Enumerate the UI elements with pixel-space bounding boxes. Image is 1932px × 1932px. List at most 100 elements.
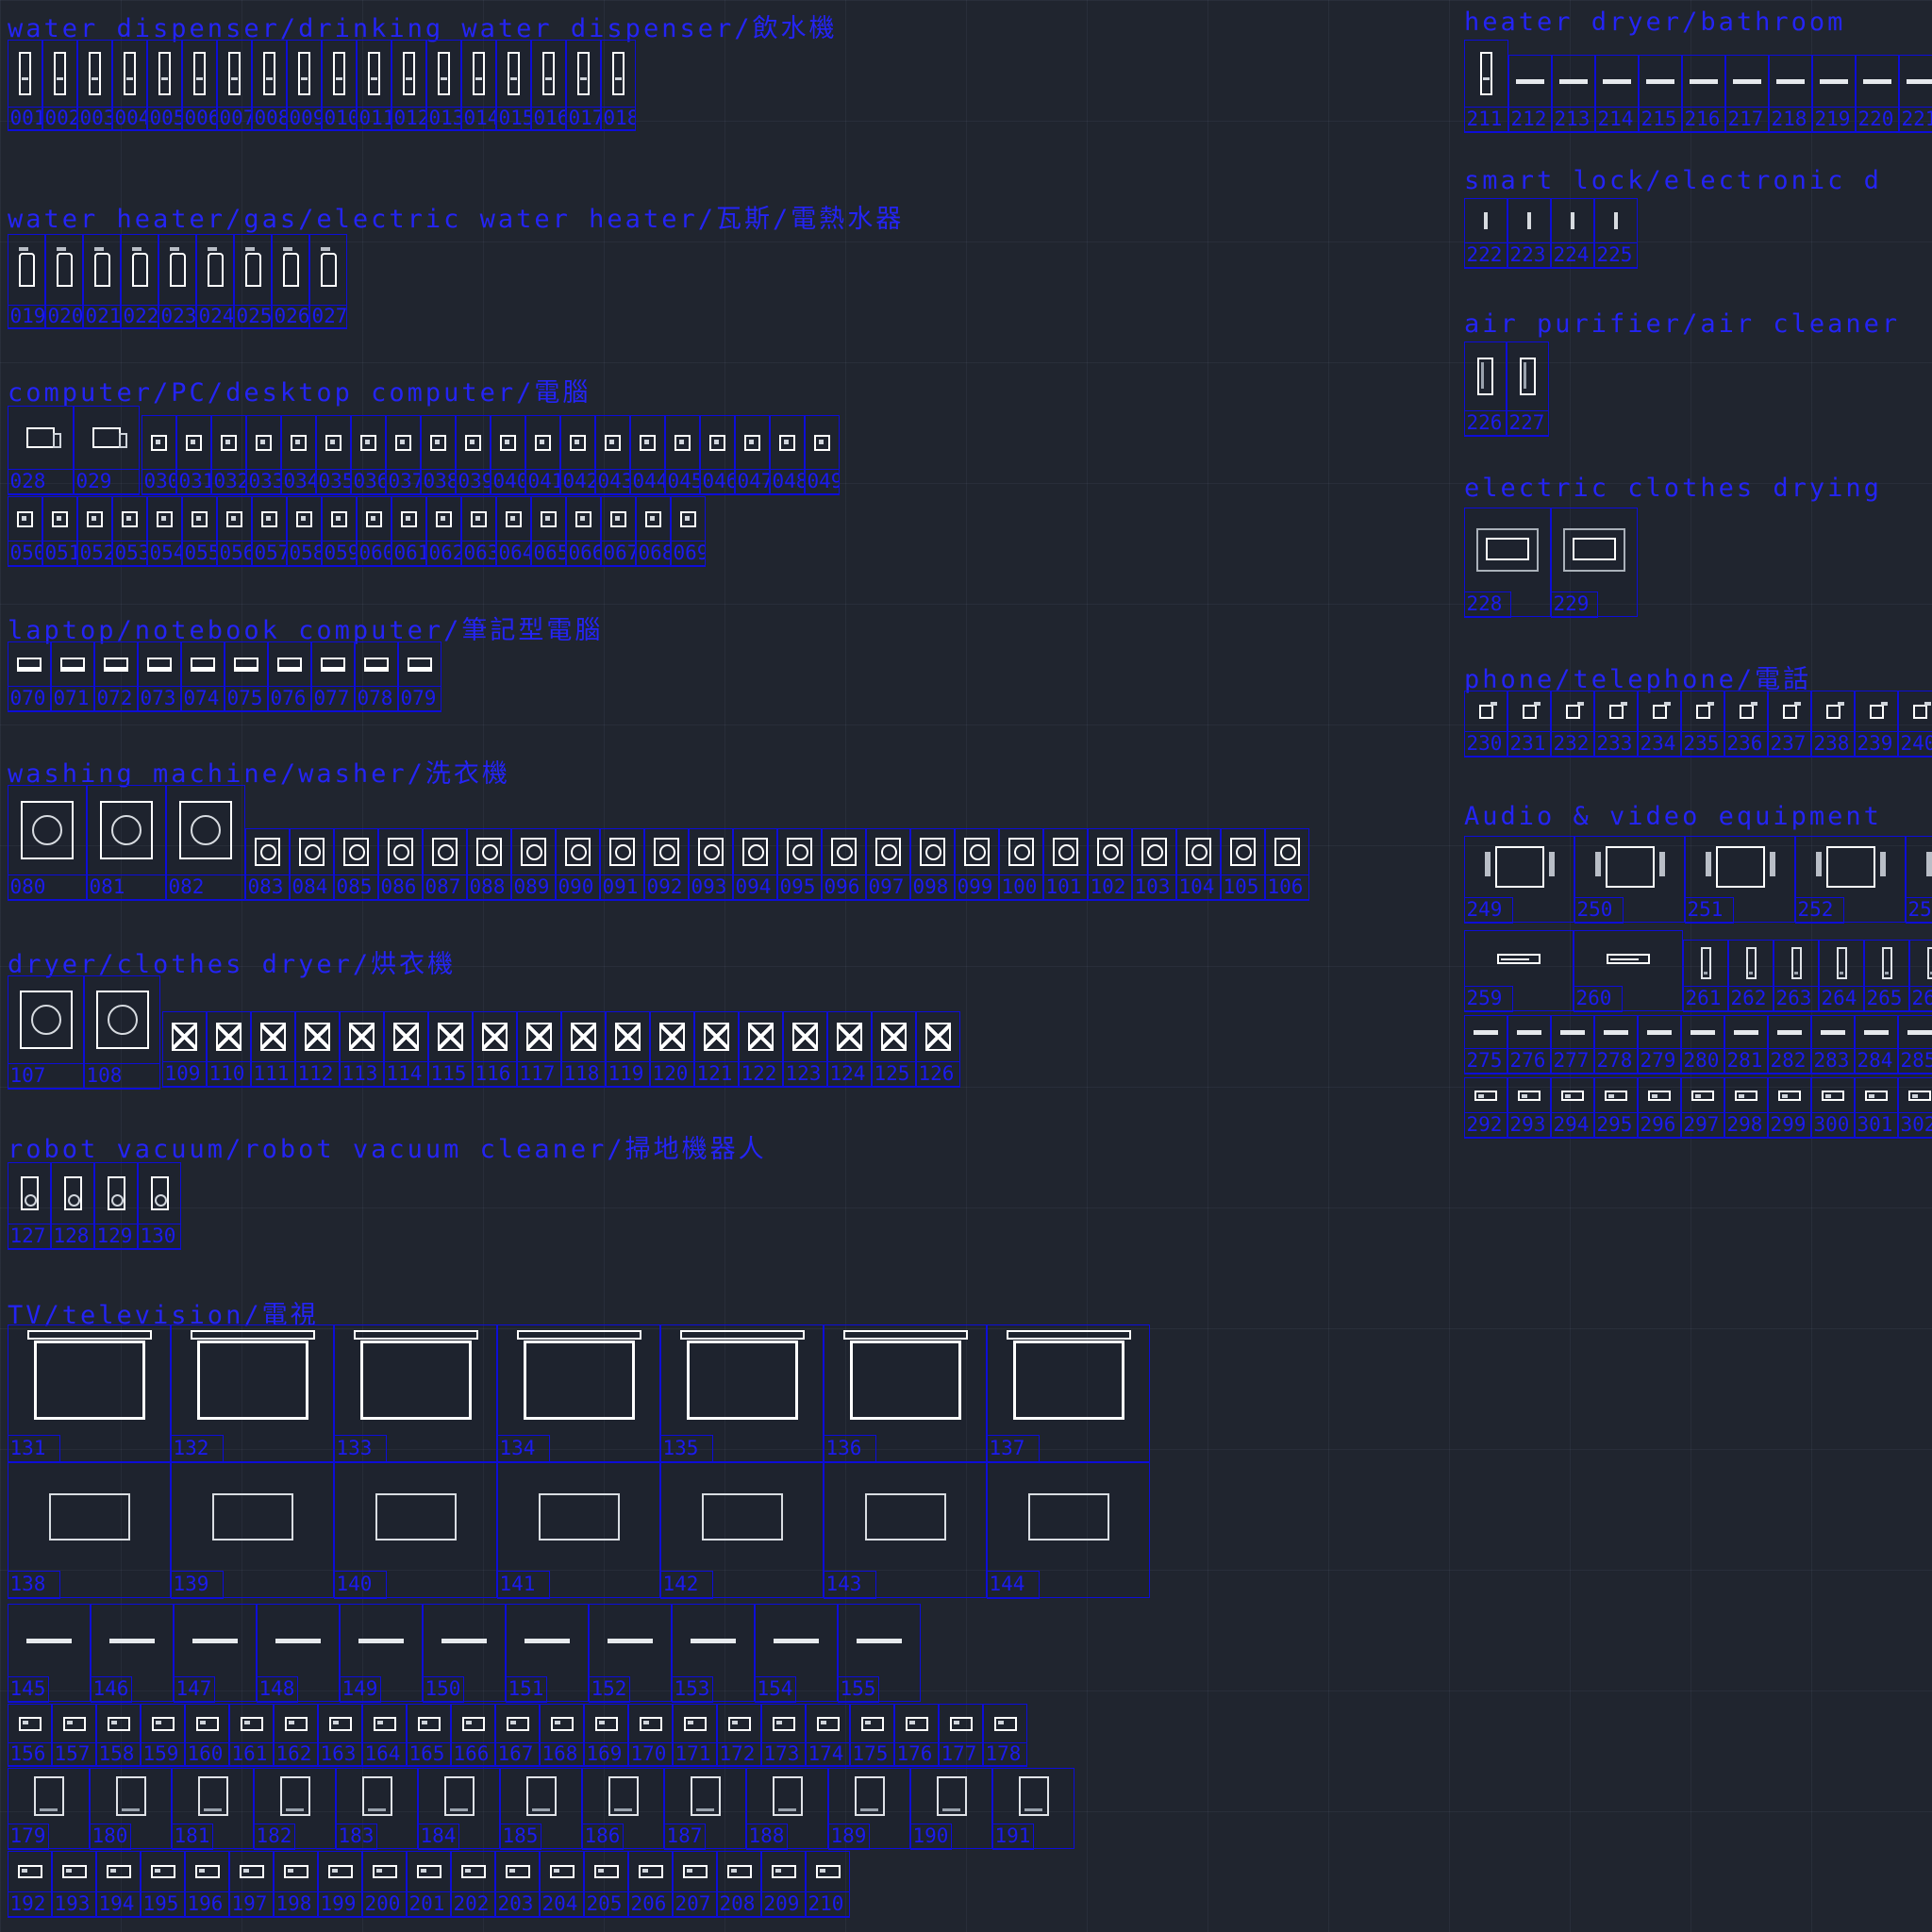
block-cell-250[interactable]: 250 [1574, 836, 1685, 924]
block-cell-292[interactable]: 292 [1463, 1077, 1507, 1139]
block-cell-076[interactable]: 076 [267, 641, 311, 712]
block-cell-056[interactable]: 056 [216, 496, 252, 567]
block-cell-072[interactable]: 072 [93, 641, 138, 712]
block-cell-026[interactable]: 026 [271, 234, 309, 329]
block-cell-002[interactable]: 002 [42, 40, 77, 131]
block-cell-096[interactable]: 096 [821, 828, 866, 901]
block-cell-136[interactable]: 136 [823, 1324, 987, 1463]
block-cell-236[interactable]: 236 [1724, 691, 1768, 758]
block-cell-033[interactable]: 033 [245, 415, 281, 495]
block-cell-143[interactable]: 143 [823, 1462, 987, 1599]
block-cell-301[interactable]: 301 [1854, 1077, 1898, 1139]
block-cell-023[interactable]: 023 [158, 234, 196, 329]
block-cell-160[interactable]: 160 [184, 1704, 229, 1767]
block-cell-223[interactable]: 223 [1507, 198, 1551, 269]
block-cell-053[interactable]: 053 [111, 496, 147, 567]
block-cell-197[interactable]: 197 [228, 1851, 274, 1918]
block-cell-013[interactable]: 013 [425, 40, 461, 131]
block-cell-064[interactable]: 064 [495, 496, 531, 567]
block-cell-110[interactable]: 110 [206, 1011, 251, 1088]
block-cell-262[interactable]: 262 [1727, 940, 1774, 1012]
block-cell-133[interactable]: 133 [333, 1324, 497, 1463]
block-cell-097[interactable]: 097 [865, 828, 910, 901]
block-cell-216[interactable]: 216 [1681, 55, 1725, 133]
block-cell-141[interactable]: 141 [496, 1462, 660, 1599]
block-cell-240[interactable]: 240 [1897, 691, 1932, 758]
block-cell-283[interactable]: 283 [1810, 1015, 1855, 1074]
block-cell-264[interactable]: 264 [1818, 940, 1864, 1012]
block-cell-073[interactable]: 073 [137, 641, 181, 712]
block-cell-155[interactable]: 155 [837, 1604, 921, 1703]
block-cell-049[interactable]: 049 [804, 415, 840, 495]
block-cell-010[interactable]: 010 [321, 40, 357, 131]
block-cell-205[interactable]: 205 [583, 1851, 628, 1918]
block-cell-015[interactable]: 015 [495, 40, 531, 131]
block-cell-034[interactable]: 034 [280, 415, 316, 495]
block-cell-009[interactable]: 009 [286, 40, 322, 131]
block-cell-175[interactable]: 175 [849, 1704, 894, 1767]
block-cell-102[interactable]: 102 [1087, 828, 1132, 901]
block-cell-121[interactable]: 121 [693, 1011, 739, 1088]
block-cell-012[interactable]: 012 [391, 40, 426, 131]
block-cell-299[interactable]: 299 [1767, 1077, 1811, 1139]
block-cell-238[interactable]: 238 [1810, 691, 1855, 758]
block-cell-045[interactable]: 045 [664, 415, 700, 495]
block-cell-001[interactable]: 001 [7, 40, 42, 131]
block-cell-158[interactable]: 158 [95, 1704, 141, 1767]
block-cell-138[interactable]: 138 [7, 1462, 171, 1599]
block-cell-148[interactable]: 148 [256, 1604, 340, 1703]
block-cell-042[interactable]: 042 [559, 415, 595, 495]
block-cell-082[interactable]: 082 [165, 785, 245, 901]
block-cell-164[interactable]: 164 [361, 1704, 407, 1767]
block-cell-204[interactable]: 204 [539, 1851, 584, 1918]
block-cell-075[interactable]: 075 [224, 641, 268, 712]
block-cell-201[interactable]: 201 [406, 1851, 451, 1918]
block-cell-224[interactable]: 224 [1550, 198, 1594, 269]
block-cell-165[interactable]: 165 [406, 1704, 451, 1767]
block-cell-129[interactable]: 129 [93, 1162, 138, 1250]
block-cell-122[interactable]: 122 [738, 1011, 783, 1088]
block-cell-150[interactable]: 150 [422, 1604, 506, 1703]
block-cell-252[interactable]: 252 [1794, 836, 1906, 924]
block-cell-284[interactable]: 284 [1854, 1015, 1898, 1074]
block-cell-052[interactable]: 052 [76, 496, 112, 567]
block-cell-229[interactable]: 229 [1550, 508, 1638, 618]
block-cell-130[interactable]: 130 [137, 1162, 181, 1250]
block-cell-059[interactable]: 059 [321, 496, 357, 567]
block-cell-093[interactable]: 093 [688, 828, 733, 901]
block-cell-051[interactable]: 051 [42, 496, 77, 567]
block-cell-302[interactable]: 302 [1897, 1077, 1932, 1139]
block-cell-100[interactable]: 100 [998, 828, 1043, 901]
block-cell-217[interactable]: 217 [1724, 55, 1769, 133]
block-cell-111[interactable]: 111 [250, 1011, 295, 1088]
block-cell-190[interactable]: 190 [909, 1768, 992, 1850]
block-cell-233[interactable]: 233 [1593, 691, 1638, 758]
block-cell-207[interactable]: 207 [672, 1851, 717, 1918]
block-cell-144[interactable]: 144 [986, 1462, 1150, 1599]
block-cell-263[interactable]: 263 [1773, 940, 1819, 1012]
block-cell-276[interactable]: 276 [1507, 1015, 1551, 1074]
block-cell-253[interactable]: 253 [1905, 836, 1932, 924]
block-cell-089[interactable]: 089 [510, 828, 556, 901]
block-cell-036[interactable]: 036 [350, 415, 386, 495]
block-cell-137[interactable]: 137 [986, 1324, 1150, 1463]
block-cell-074[interactable]: 074 [180, 641, 225, 712]
block-cell-099[interactable]: 099 [954, 828, 999, 901]
block-cell-078[interactable]: 078 [354, 641, 398, 712]
block-cell-170[interactable]: 170 [627, 1704, 673, 1767]
block-cell-140[interactable]: 140 [333, 1462, 497, 1599]
block-cell-020[interactable]: 020 [44, 234, 83, 329]
block-cell-149[interactable]: 149 [339, 1604, 423, 1703]
block-cell-063[interactable]: 063 [460, 496, 496, 567]
block-cell-221[interactable]: 221 [1898, 55, 1932, 133]
block-cell-154[interactable]: 154 [754, 1604, 838, 1703]
block-cell-293[interactable]: 293 [1507, 1077, 1551, 1139]
block-cell-114[interactable]: 114 [383, 1011, 428, 1088]
block-cell-105[interactable]: 105 [1220, 828, 1265, 901]
block-cell-024[interactable]: 024 [195, 234, 234, 329]
block-cell-019[interactable]: 019 [7, 234, 45, 329]
block-cell-014[interactable]: 014 [460, 40, 496, 131]
block-cell-178[interactable]: 178 [982, 1704, 1027, 1767]
block-cell-214[interactable]: 214 [1594, 55, 1639, 133]
block-cell-166[interactable]: 166 [450, 1704, 495, 1767]
